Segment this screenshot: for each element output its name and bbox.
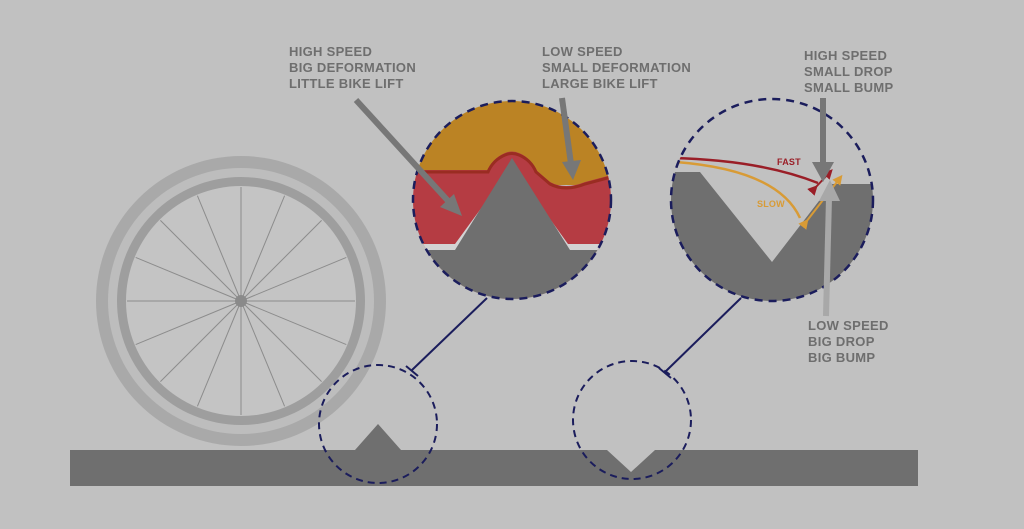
wheel-spoke (240, 256, 347, 302)
label-line: BIG BUMP (808, 350, 876, 365)
bicycle-wheel (96, 156, 386, 446)
label-line: SMALL DEFORMATION (542, 60, 692, 75)
road-surface (70, 424, 918, 486)
label-line: LOW SPEED (542, 44, 623, 59)
wheel-spoke (135, 300, 242, 346)
wheel-spoke (240, 220, 322, 302)
high-speed-deformation-label: HIGH SPEED BIG DEFORMATION LITTLE BIKE L… (289, 44, 416, 92)
low-speed-deformation-arrowhead (562, 160, 581, 180)
wheel-spoke (135, 256, 242, 302)
bump-magnified-view (413, 101, 611, 299)
dip-magnified-outline (669, 97, 875, 303)
label-line: SMALL DROP (804, 64, 893, 79)
wheel-spoke (240, 300, 286, 407)
wheel-spoke (196, 300, 242, 407)
low-speed-drop-arrowhead (819, 180, 840, 201)
high-speed-drop-label: HIGH SPEED SMALL DROP SMALL BUMP (804, 48, 893, 96)
low-speed-drop-label: LOW SPEED BIG DROP BIG BUMP (808, 318, 889, 366)
wheel-spoke (160, 300, 242, 382)
bump-magnified-outline (411, 99, 613, 301)
high-speed-deformation-arrowhead (440, 194, 462, 216)
label-line: BIG DEFORMATION (289, 60, 417, 75)
label-line: LITTLE BIKE LIFT (289, 76, 404, 91)
slow-path-label: SLOW (757, 199, 785, 209)
fast-path-label: FAST (777, 157, 801, 167)
label-line: SMALL BUMP (804, 80, 894, 95)
label-line: LARGE BIKE LIFT (542, 76, 658, 91)
label-line: HIGH SPEED (804, 48, 888, 63)
high-speed-drop-arrowhead (812, 162, 834, 182)
wheel-spoke (196, 195, 242, 302)
low-speed-deformation-label: LOW SPEED SMALL DEFORMATION LARGE BIKE L… (542, 44, 691, 92)
slow-path-line (675, 160, 802, 219)
callout-arrows (353, 97, 840, 317)
dip-zoom-circle (572, 360, 692, 480)
wheel-spoke (240, 300, 347, 346)
label-line: LOW SPEED (808, 318, 889, 333)
zoom-connectors (405, 297, 742, 379)
wheel-hub (235, 295, 247, 307)
label-line: HIGH SPEED (289, 44, 373, 59)
label-line: BIG DROP (808, 334, 875, 349)
wheel-spoke (160, 220, 242, 302)
wheel-spoke (240, 300, 322, 382)
bump-zoom-circle (318, 364, 438, 484)
wheel-spoke (240, 195, 286, 302)
